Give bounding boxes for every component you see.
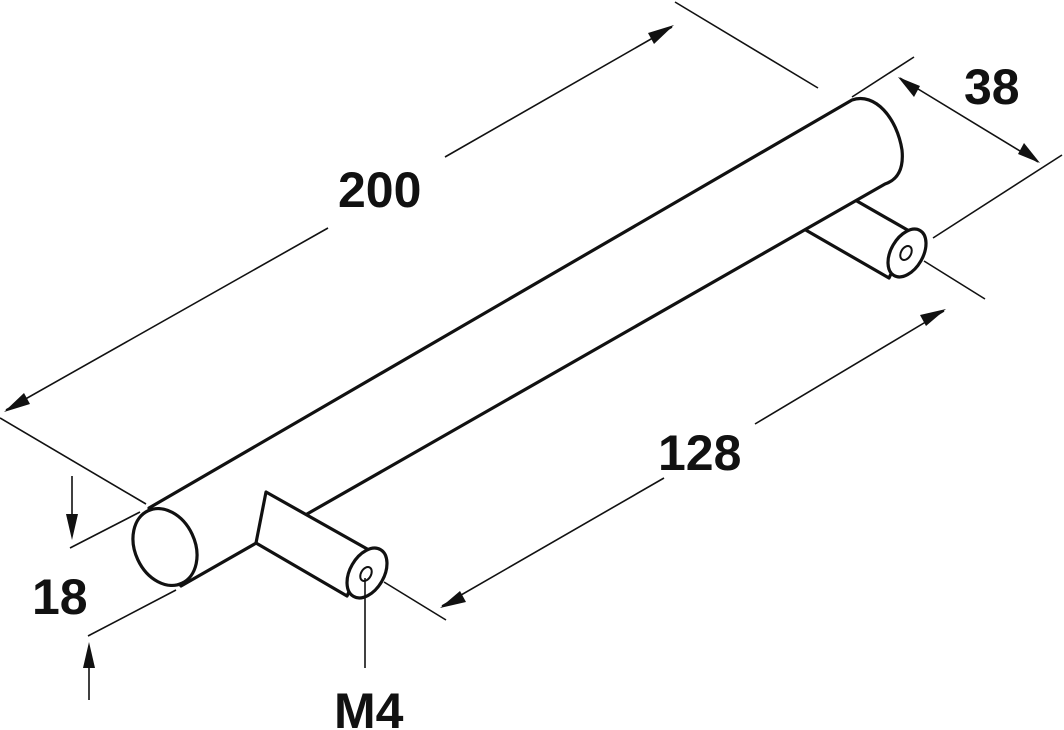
extension-line-38-top <box>851 56 915 98</box>
extension-line-18-bottom <box>87 589 177 637</box>
arrowhead-18-bottom <box>83 642 95 668</box>
right-post-hole <box>899 245 913 261</box>
dimension-line-200-upper <box>444 26 673 158</box>
extension-line-38-bottom <box>932 154 1063 239</box>
arrowhead-200-right <box>648 25 674 44</box>
left-post-hole <box>359 566 373 582</box>
handle-bar <box>131 96 904 588</box>
arrowhead-200-left <box>4 393 30 412</box>
dimension-label-200: 200 <box>338 162 421 218</box>
callout-m4: M4 <box>334 578 404 730</box>
arrowhead-128-left <box>440 591 466 608</box>
arrowhead-18-top <box>66 514 78 540</box>
dimension-line-38 <box>899 77 1039 163</box>
extension-line-128-right <box>923 260 986 300</box>
arrowhead-38-bottom <box>1018 143 1040 163</box>
dimension-line-128-lower <box>441 477 665 607</box>
left-post <box>254 490 389 600</box>
dimension-line-200-lower <box>5 227 329 411</box>
dimension-label-38: 38 <box>964 59 1020 115</box>
dimension-18: 18 <box>32 476 177 700</box>
dimension-line-128-upper <box>754 310 945 425</box>
bar-end-face <box>131 506 199 588</box>
thread-label-m4: M4 <box>334 683 404 730</box>
dimension-38: 38 <box>851 56 1063 239</box>
left-post-body <box>254 490 371 598</box>
dimension-200: 200 <box>0 1 819 505</box>
arrowhead-128-right <box>920 309 946 326</box>
dimension-128: 128 <box>383 260 986 621</box>
extension-line-200-right <box>674 1 819 89</box>
arrowhead-38-top <box>898 77 920 97</box>
dimension-label-128: 128 <box>658 425 741 481</box>
extension-line-128-left <box>383 581 447 621</box>
dimension-label-18: 18 <box>32 569 88 625</box>
extension-line-200-left <box>0 417 147 505</box>
bar-body <box>147 96 904 588</box>
extension-line-18-top <box>69 511 141 549</box>
